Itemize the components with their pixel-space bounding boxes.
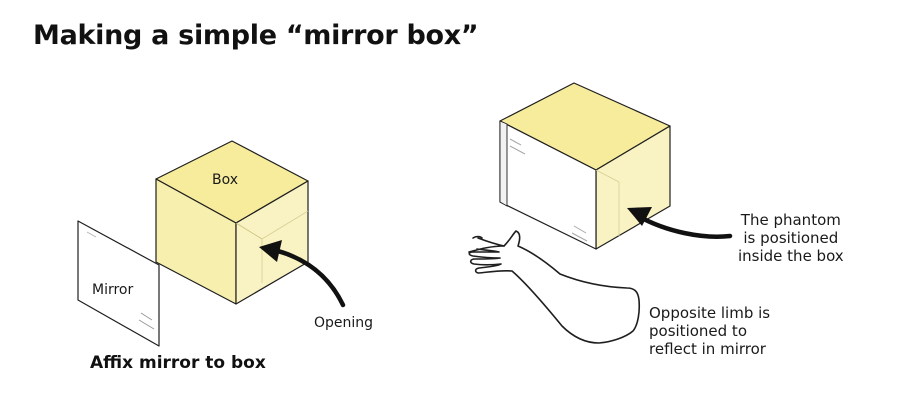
box-label: Box <box>212 172 239 188</box>
caption-affix-mirror: Affix mirror to box <box>90 353 266 373</box>
phantom-label-line: is positioned <box>743 229 839 247</box>
limb-label: Opposite limb is positioned to reflect i… <box>649 304 770 358</box>
mirror-label: Mirror <box>92 282 134 298</box>
limb-label-line: positioned to <box>649 322 747 340</box>
page-title: Making a simple “mirror box” <box>33 20 479 51</box>
opening-label: Opening <box>314 315 374 331</box>
mirror-panel <box>77 220 160 347</box>
right-box <box>499 82 671 250</box>
phantom-label: The phantom is positioned inside the box <box>738 211 844 265</box>
limb-label-line: reflect in mirror <box>649 340 766 358</box>
arm-illustration <box>468 230 641 344</box>
left-box <box>155 140 309 305</box>
limb-label-line: Opposite limb is <box>649 304 771 322</box>
opening-arrow <box>259 240 346 308</box>
phantom-label-line: inside the box <box>738 247 844 265</box>
phantom-arrow <box>627 207 733 239</box>
phantom-label-line: The phantom <box>740 211 841 229</box>
